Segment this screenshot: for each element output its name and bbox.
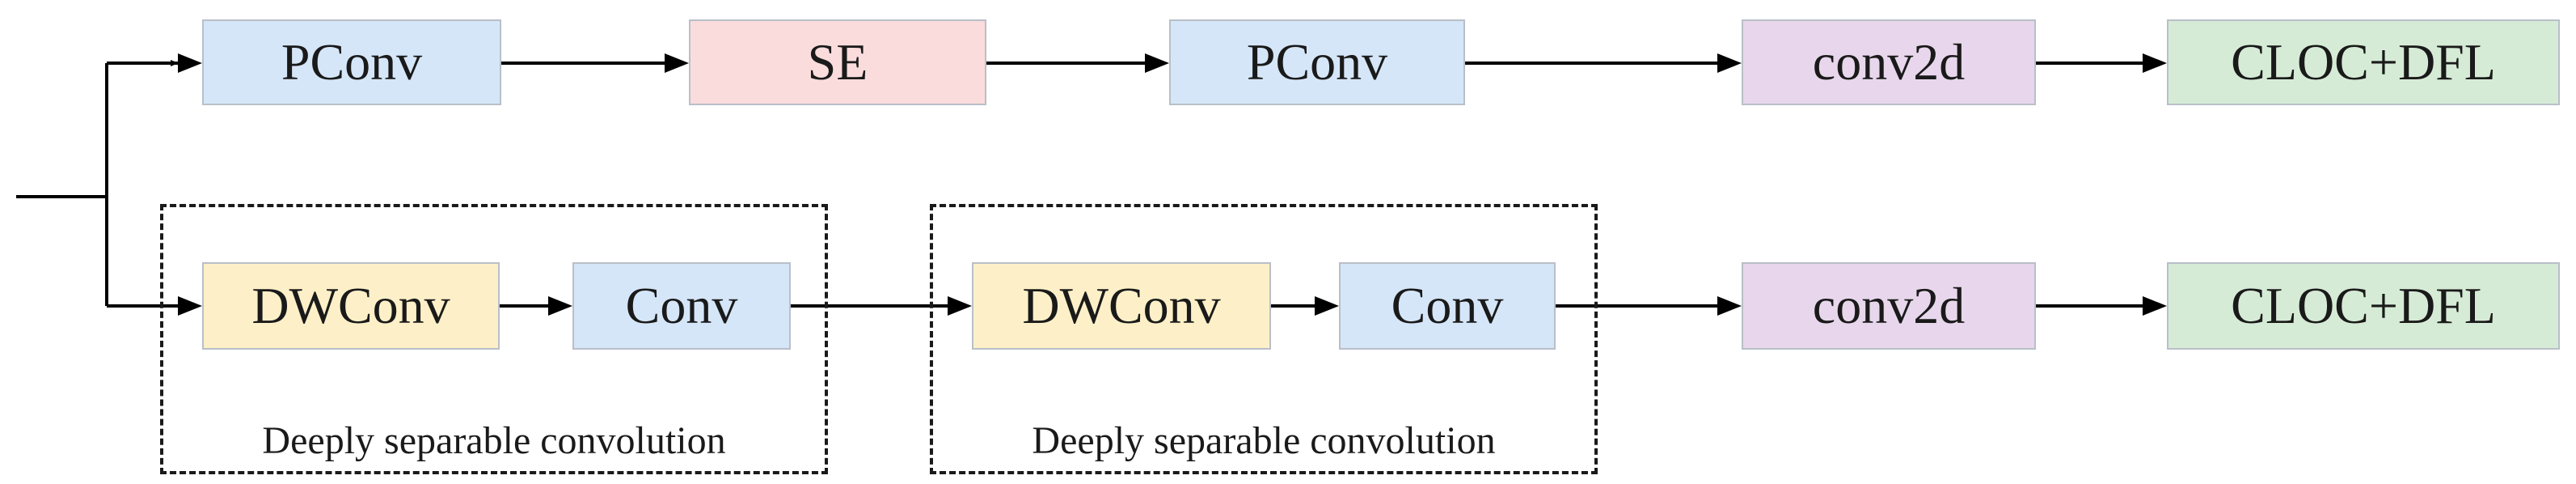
cloc-dfl-block-bottom: CLOC+DFL (2167, 262, 2560, 350)
arrowhead-conv-1 (548, 296, 572, 316)
conv-block-2: Conv (1339, 262, 1556, 350)
dwconv-block-2: DWConv (972, 262, 1271, 350)
pconv-block-1: PConv (202, 19, 501, 105)
arrowhead-conv2d-bottom (1717, 296, 1742, 316)
dwconv-block-1: DWConv (202, 262, 500, 350)
arrowhead-pconv-2 (1145, 53, 1169, 73)
se-block: SE (689, 19, 986, 105)
arrowhead-cloc-bottom (2143, 296, 2167, 316)
group-label-1: Deeply separable convolution (262, 419, 726, 462)
cloc-dfl-block-top: CLOC+DFL (2167, 19, 2560, 105)
arrowhead-dwconv-2 (948, 296, 972, 316)
arrowhead-pconv-1 (178, 53, 202, 73)
arrowhead-se (665, 53, 689, 73)
conv-block-1: Conv (572, 262, 791, 350)
conv2d-block-bottom: conv2d (1742, 262, 2036, 350)
depthwise-separable-group-2: Deeply separable convolution (930, 204, 1598, 474)
conv2d-block-top: conv2d (1742, 19, 2036, 105)
group-label-2: Deeply separable convolution (1032, 419, 1496, 462)
arrowhead-dwconv-1 (178, 296, 202, 316)
arrowhead-conv-2 (1315, 296, 1339, 316)
depthwise-separable-group-1: Deeply separable convolution (160, 204, 828, 474)
pconv-block-2: PConv (1169, 19, 1465, 105)
arrowhead-conv2d-top (1717, 53, 1742, 73)
arrowhead-cloc-top (2143, 53, 2167, 73)
